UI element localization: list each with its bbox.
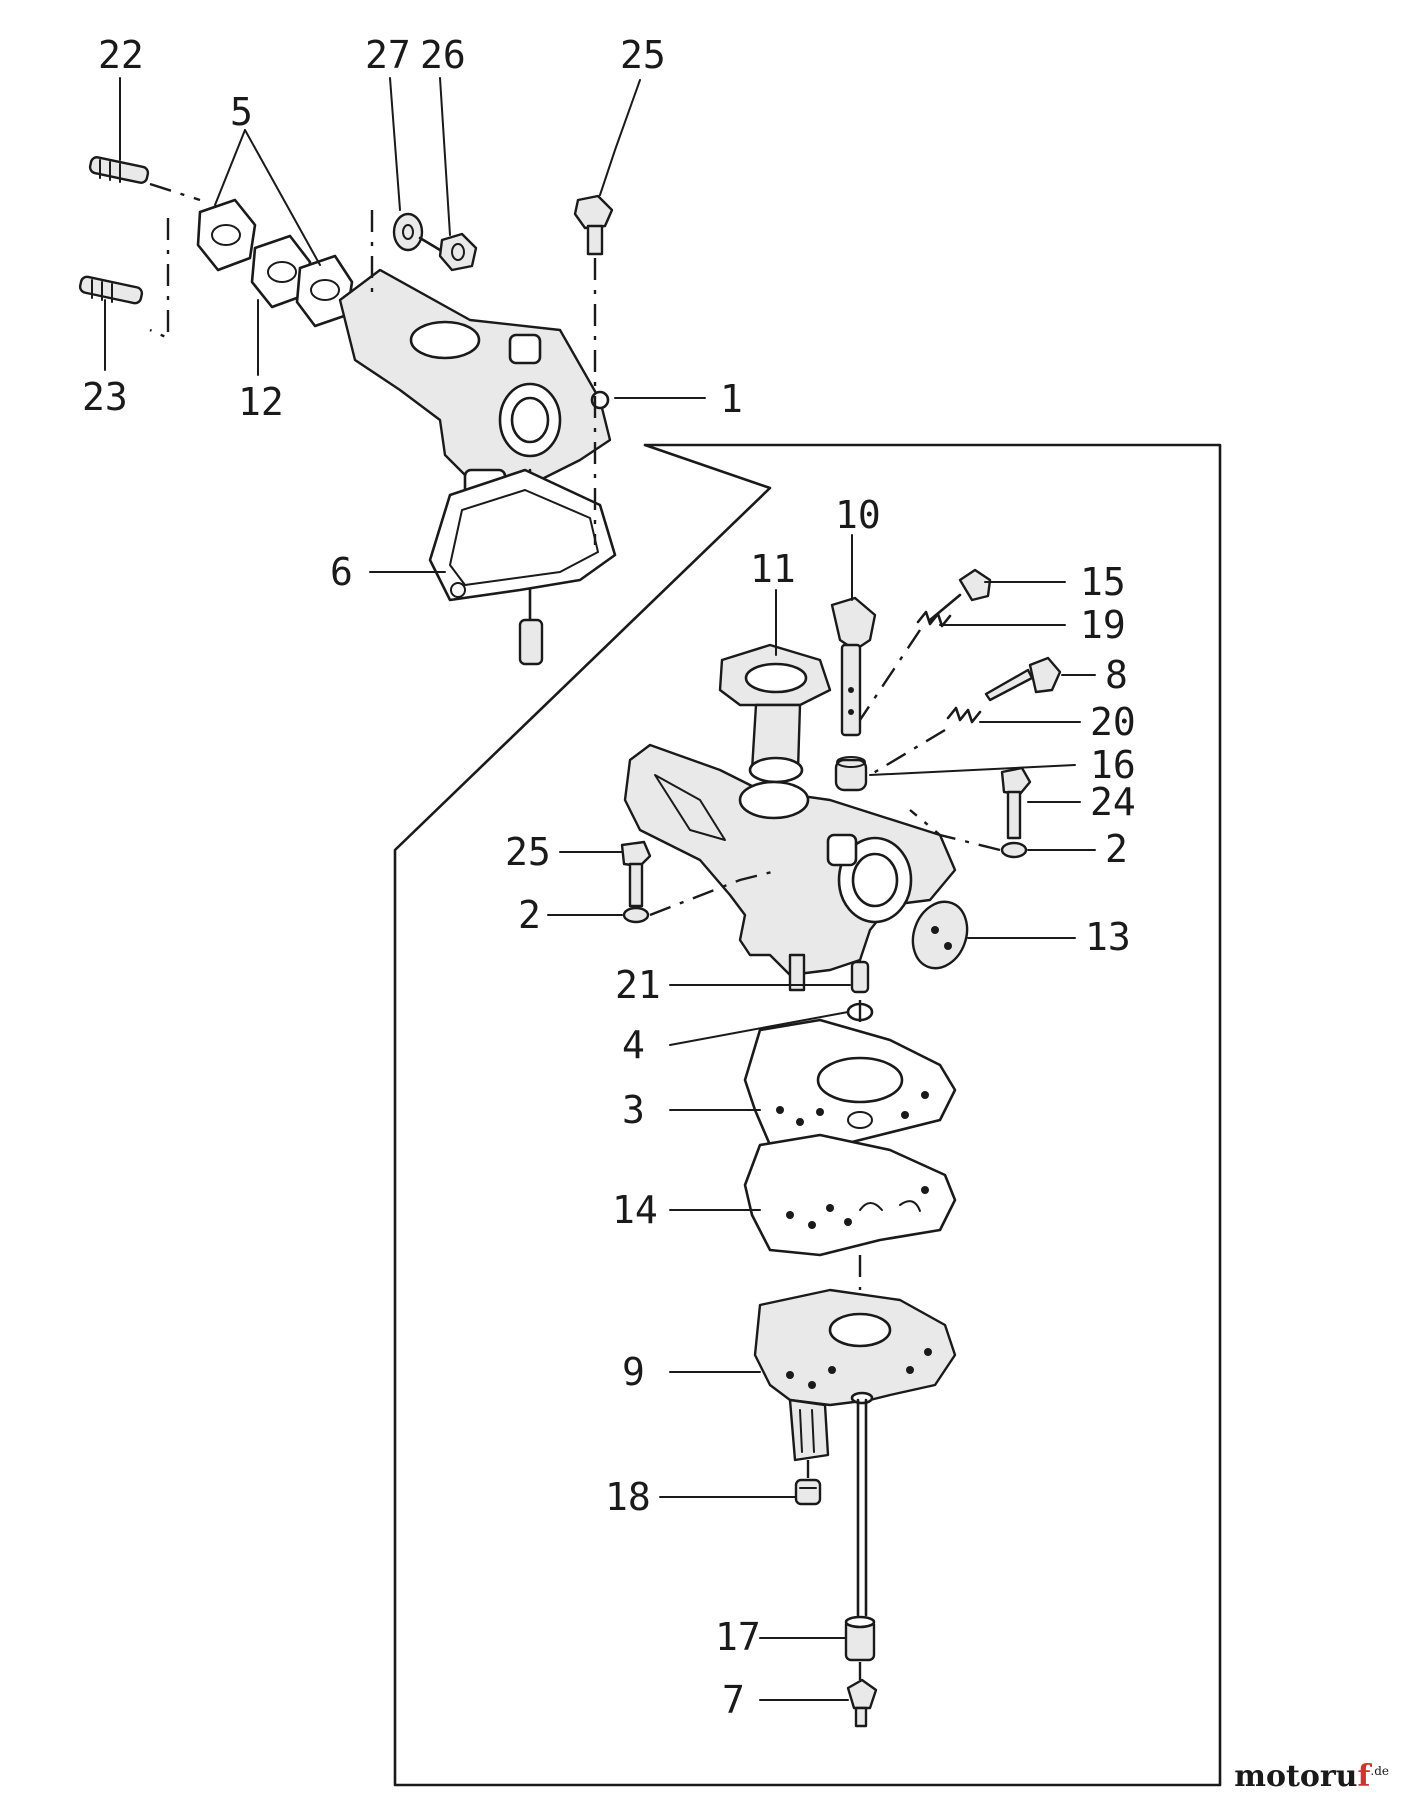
callout-15: 15 [1080, 560, 1126, 604]
callout-24: 24 [1090, 780, 1136, 824]
stud-22 [88, 156, 150, 184]
callout-25: 25 [505, 830, 551, 874]
screw-26 [573, 194, 614, 256]
spring-19 [916, 610, 952, 628]
callout-22: 22 [98, 33, 144, 77]
callout-11: 11 [750, 547, 796, 591]
cover-9 [753, 1288, 957, 1462]
callout-4: 4 [622, 1023, 645, 1067]
callout-9: 9 [622, 1350, 645, 1394]
screw-8 [984, 656, 1062, 702]
callout-2-left: 2 [518, 893, 541, 937]
watermark-tld: .de [1370, 1764, 1389, 1778]
callout-16: 16 [1090, 743, 1136, 787]
needle-21 [850, 960, 870, 994]
detail-frame [393, 443, 1222, 1787]
callout-6: 6 [330, 550, 353, 594]
idle-screw-15 [928, 568, 992, 622]
washer-2-left [622, 906, 650, 924]
callout-21: 21 [615, 963, 661, 1007]
gasket-14 [743, 1133, 957, 1257]
callout-10: 10 [835, 493, 881, 537]
callout-18: 18 [605, 1475, 651, 1519]
nut-27 [438, 232, 478, 272]
callout-3: 3 [622, 1088, 645, 1132]
watermark-logo: motoruf.de [1234, 1759, 1389, 1794]
callout-5: 5 [230, 90, 253, 134]
callout-17: 17 [715, 1615, 761, 1659]
callout-20: 20 [1090, 700, 1136, 744]
callout-13: 13 [1085, 915, 1131, 959]
callout-14: 14 [612, 1188, 658, 1232]
exploded-carburetor-detail [620, 568, 1062, 1728]
throttle-shaft-10 [830, 596, 877, 737]
nozzle-17 [844, 1615, 876, 1662]
watermark-brand: motoru [1234, 1759, 1358, 1794]
callout-27: 26 [420, 33, 466, 77]
screw-7 [846, 1678, 878, 1728]
screw-25 [620, 840, 652, 908]
callout-19: 19 [1080, 603, 1126, 647]
callout-2-right: 2 [1105, 827, 1128, 871]
stud-23 [78, 275, 144, 305]
screw-24 [1000, 766, 1032, 840]
washer-2-right [1000, 841, 1028, 859]
gasket-6 [428, 468, 617, 602]
upper-carburetor-assembly [78, 156, 617, 666]
plug-18 [794, 1478, 822, 1506]
callout-labels: 22 27 26 25 5 23 12 1 6 10 11 15 19 8 20… [82, 33, 1136, 1722]
carburetor-body-1 [338, 268, 612, 492]
callout-23: 23 [82, 375, 128, 419]
callout-12: 12 [238, 380, 284, 424]
callout-7: 7 [722, 1678, 745, 1722]
callout-8: 8 [1105, 653, 1128, 697]
bushing-16 [834, 756, 868, 792]
throttle-plate-13 [911, 900, 969, 970]
washer-28 [392, 212, 424, 252]
leader-lines [104, 77, 1096, 1701]
gasket-3 [743, 1018, 957, 1152]
callout-28: 27 [365, 33, 411, 77]
flange-11 [718, 643, 832, 784]
watermark-accent: f [1357, 1759, 1371, 1794]
callout-1: 1 [720, 377, 743, 421]
gasket-5 [196, 198, 257, 272]
spring-20 [946, 706, 982, 724]
callout-26: 25 [620, 33, 666, 77]
